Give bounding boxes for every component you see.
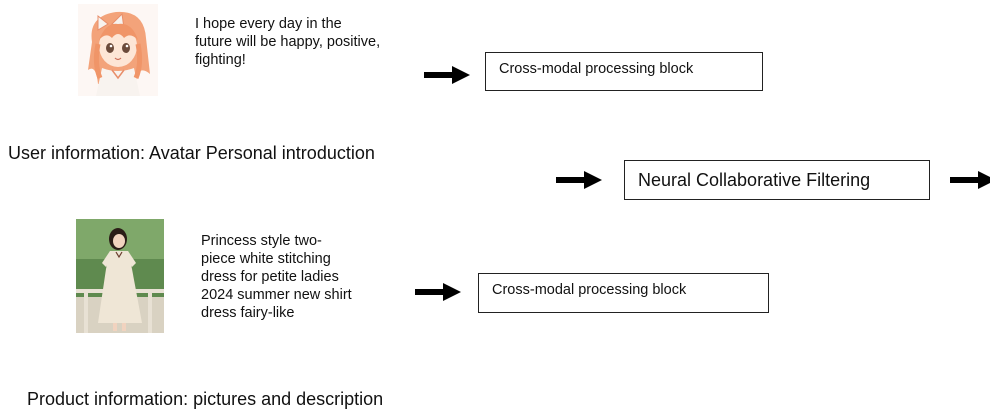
user-cross-modal-label: Cross-modal processing block [499, 61, 694, 77]
ncf-output-arrow [950, 170, 990, 190]
right-arrow-icon [556, 171, 602, 189]
user-avatar [78, 4, 158, 96]
dress-photo-icon [76, 219, 164, 333]
product-cross-modal-label: Cross-modal processing block [492, 282, 687, 298]
user-arrow [424, 65, 470, 85]
ncf-block: Neural Collaborative Filtering [624, 160, 930, 200]
product-arrow [415, 282, 461, 302]
right-arrow-icon [950, 171, 990, 189]
user-caption: User information: Avatar Personal introd… [8, 143, 375, 163]
ncf-input-arrow [556, 170, 602, 190]
product-description: Princess style two- piece white stitchin… [201, 233, 352, 321]
product-caption: Product information: pictures and descri… [27, 389, 384, 409]
product-photo [76, 219, 164, 333]
product-cross-modal-block: Cross-modal processing block [478, 273, 769, 313]
user-description: I hope every day in the future will be h… [195, 16, 381, 68]
anime-avatar-icon [78, 4, 158, 96]
right-arrow-icon [424, 66, 470, 84]
ncf-label: Neural Collaborative Filtering [638, 170, 871, 190]
user-cross-modal-block: Cross-modal processing block [485, 52, 763, 91]
right-arrow-icon [415, 283, 461, 301]
